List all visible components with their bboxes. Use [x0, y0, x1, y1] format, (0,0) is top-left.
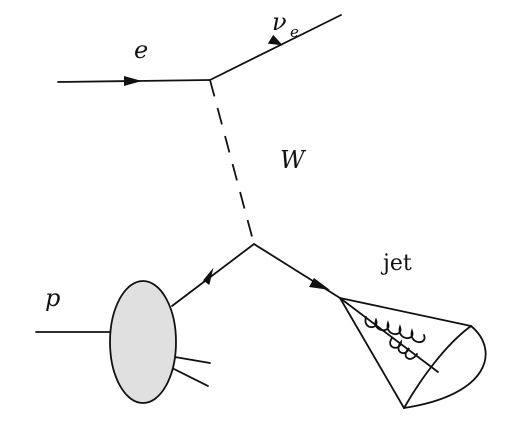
jet-label: jet: [380, 251, 412, 276]
proton-blob: [109, 280, 177, 404]
quark-out-line: [253, 243, 341, 299]
gluon-curl: [389, 337, 418, 360]
gluon-curl: [364, 316, 426, 343]
jet-cone: [339, 297, 487, 409]
quark-out-arrow-icon: [309, 278, 330, 290]
electron-line: [57, 76, 211, 86]
neutrino-subscript: e: [290, 23, 299, 41]
electron-arrow-icon: [124, 76, 142, 86]
neutrino-arrow-icon: [267, 34, 283, 46]
neutrino-line: [209, 14, 342, 81]
proton-label: p: [45, 284, 60, 312]
neutrino-label: ν: [272, 8, 287, 36]
proton-remnant-line: [167, 365, 209, 387]
quark-in-line: [171, 243, 255, 307]
w-boson-label: W: [280, 146, 307, 174]
electron-label: e: [134, 36, 148, 64]
quark-in-arrow-icon: [203, 267, 214, 285]
w-boson-propagator: [209, 79, 255, 245]
jet-parton-line: [339, 297, 439, 373]
